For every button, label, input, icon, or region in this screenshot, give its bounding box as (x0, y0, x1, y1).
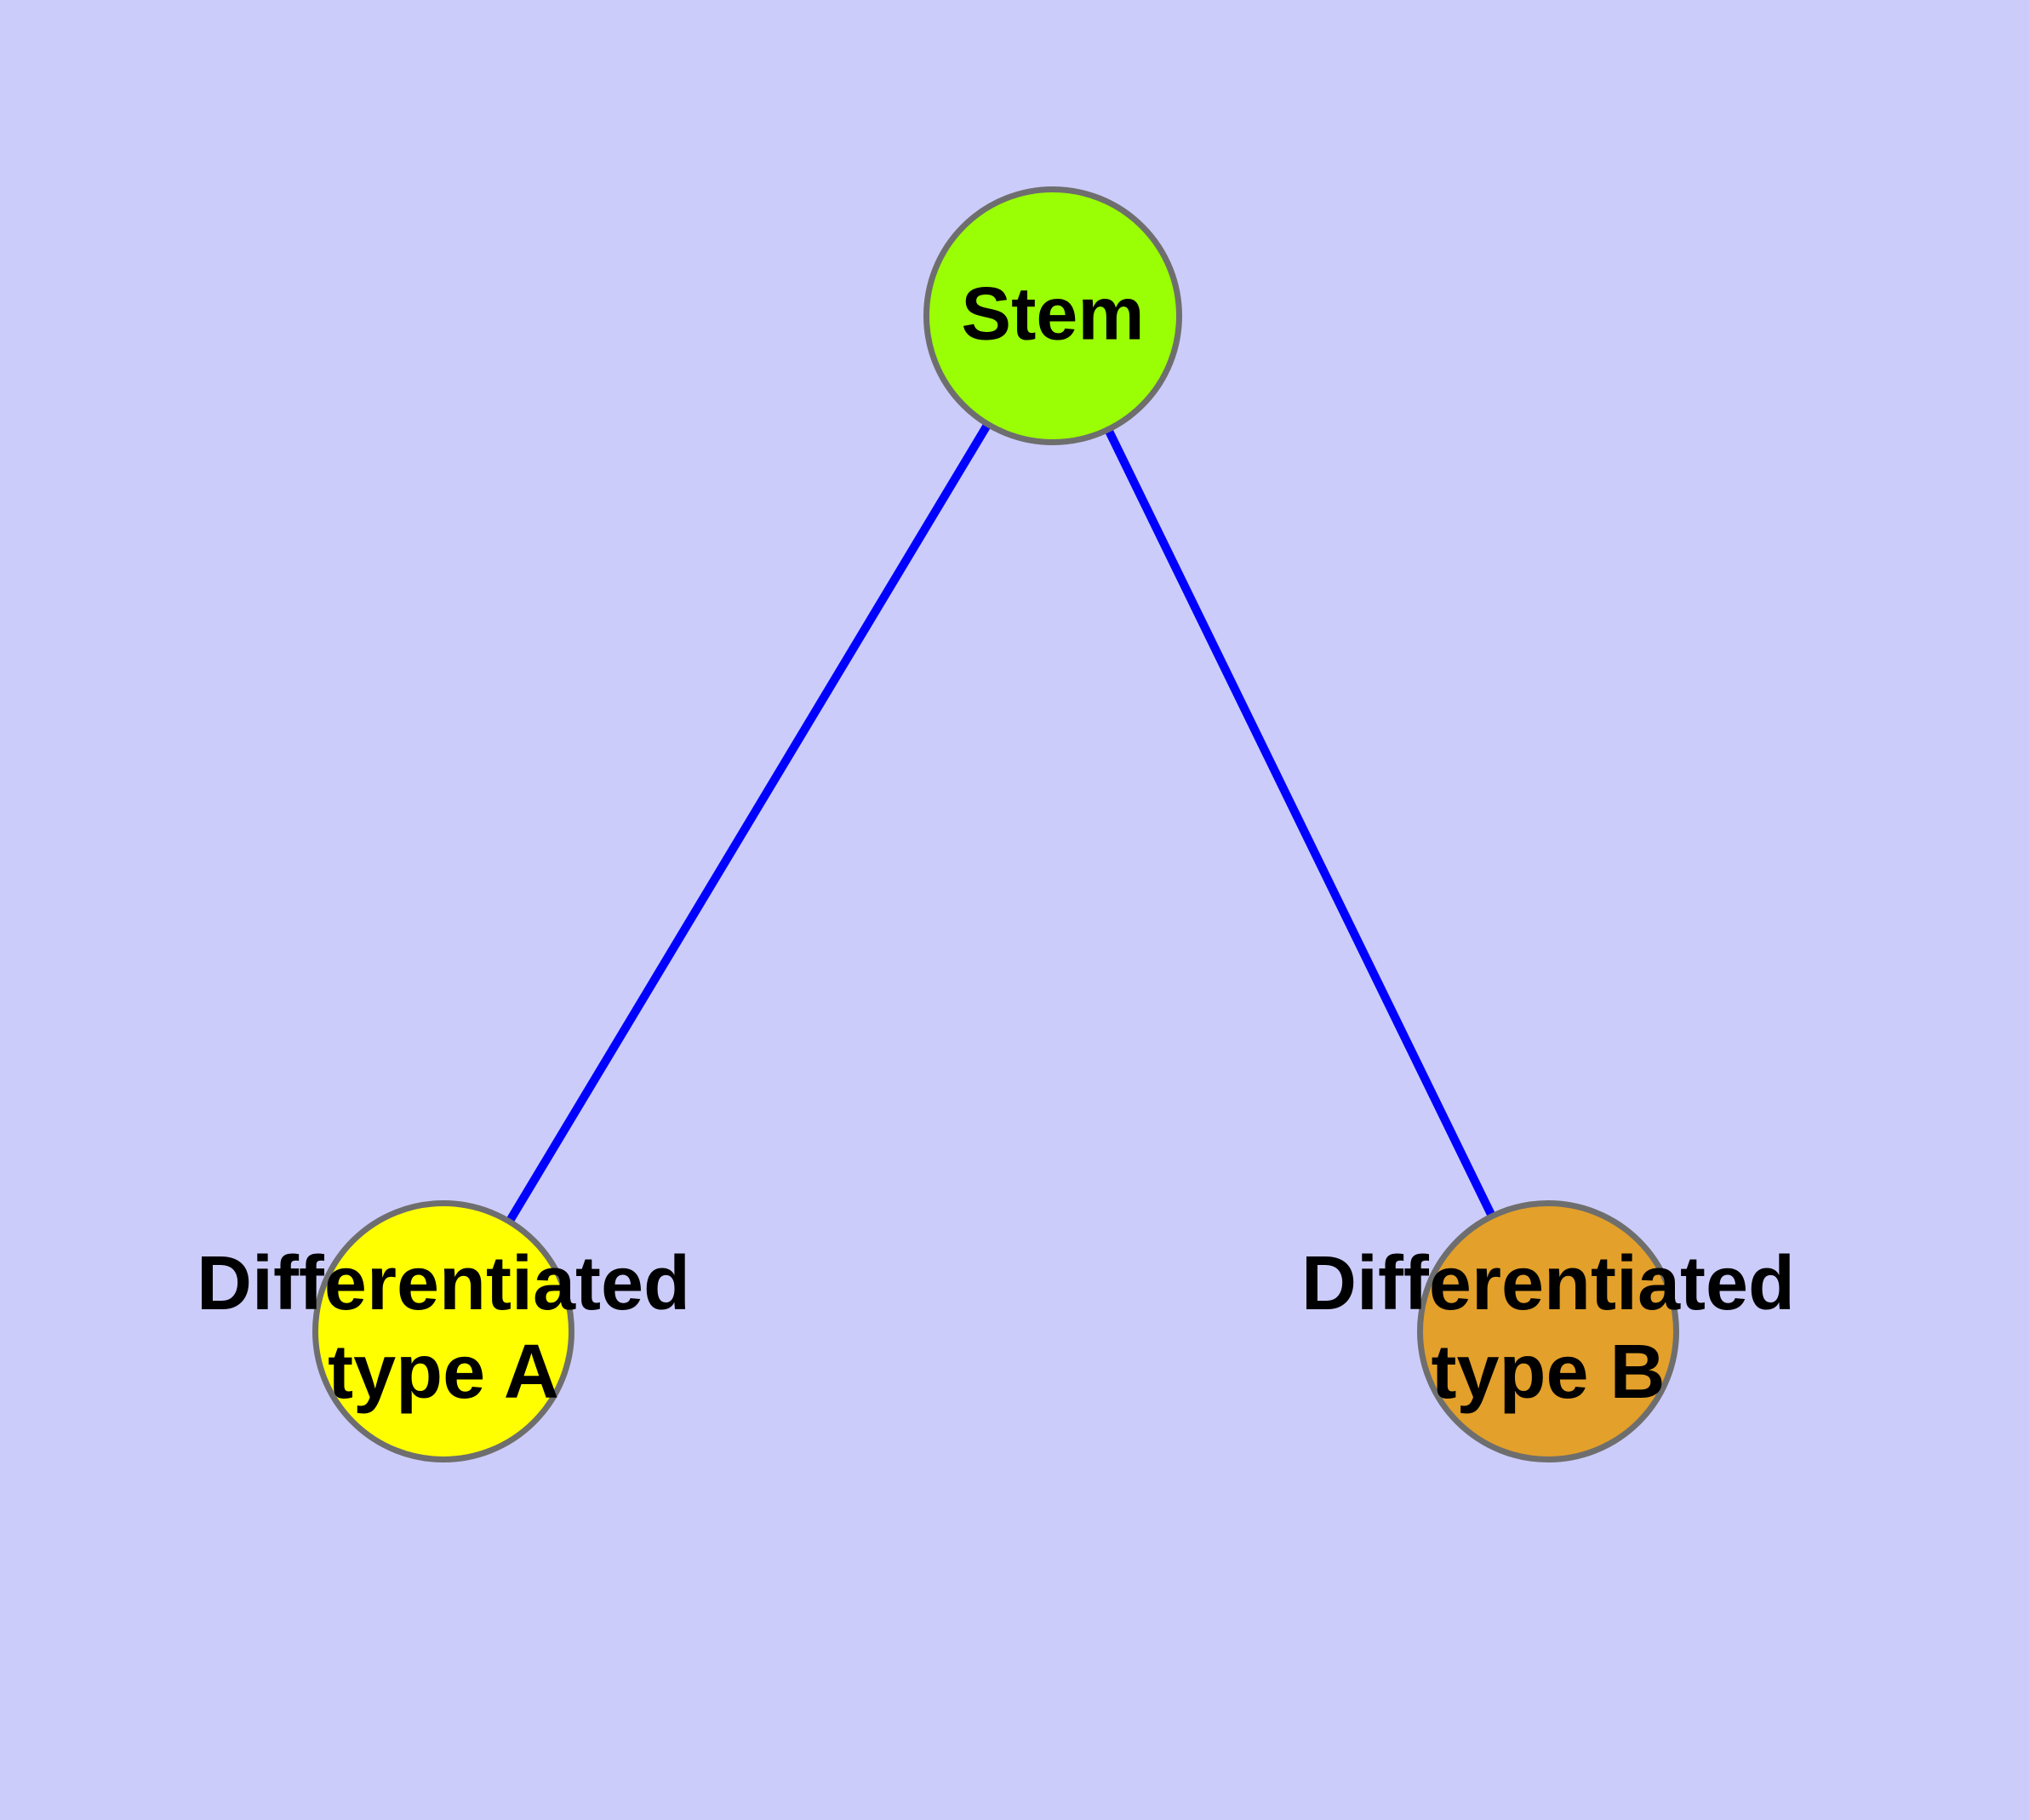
node-differentiated-type-a-circle[interactable] (312, 1200, 574, 1462)
node-differentiated-type-b-label-line2: type B (1431, 1330, 1665, 1415)
node-stem[interactable]: Stem (923, 186, 1182, 445)
edges-layer (439, 313, 1552, 1334)
edge-stem-to-differentiated-type-b[interactable] (1049, 313, 1552, 1334)
node-differentiated-type-a[interactable]: Differentiated type A (197, 1200, 690, 1462)
node-stem-label: Stem (961, 271, 1144, 355)
node-differentiated-type-b[interactable]: Differentiated type B (1301, 1200, 1795, 1462)
node-differentiated-type-a-label-line2: type A (328, 1330, 559, 1415)
node-differentiated-type-b-label-line1: Differentiated (1301, 1241, 1795, 1326)
node-differentiated-type-a-label-line1: Differentiated (197, 1241, 690, 1326)
node-differentiated-type-b-circle[interactable] (1417, 1200, 1679, 1462)
node-stem-circle[interactable] (923, 186, 1182, 445)
edge-stem-to-differentiated-type-a[interactable] (439, 313, 1057, 1334)
